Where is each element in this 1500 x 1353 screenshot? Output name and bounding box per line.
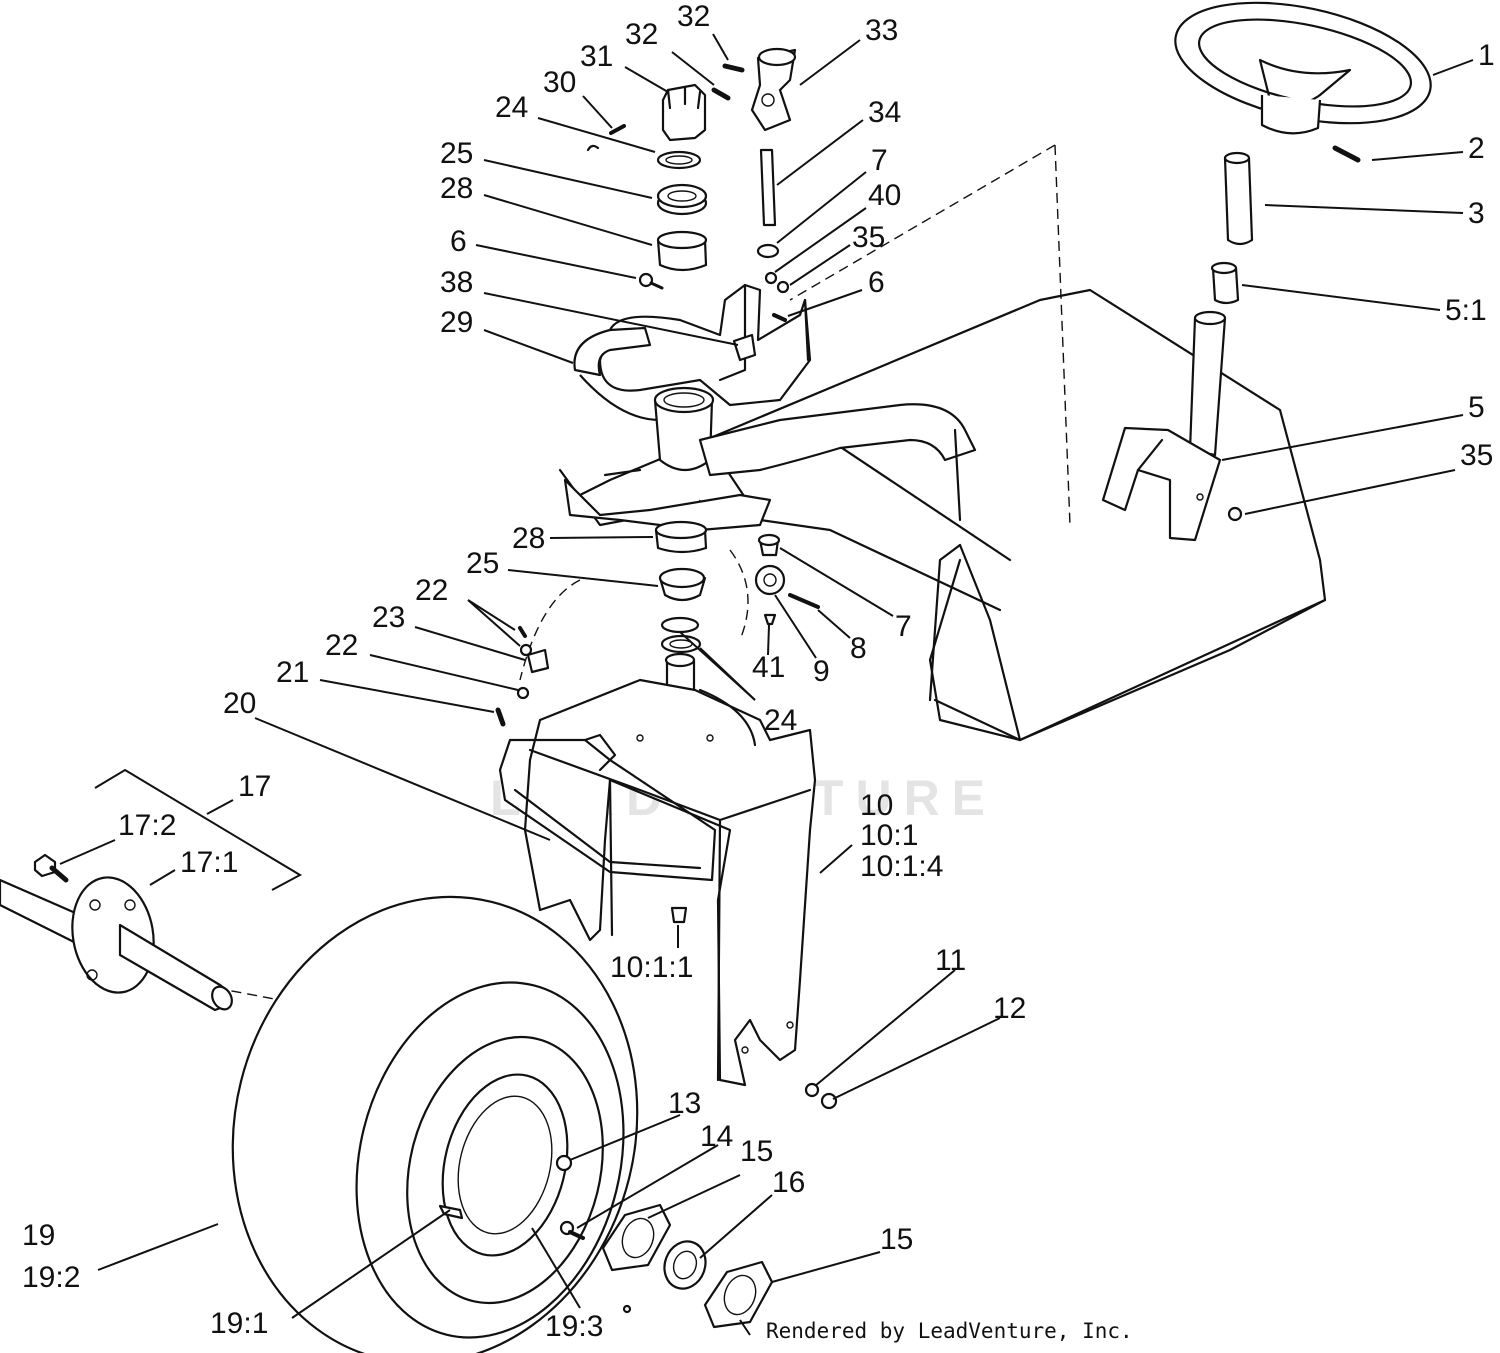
nut-35-right (1227, 506, 1243, 522)
axle-support-assembly (563, 283, 977, 532)
nut-12 (820, 1092, 838, 1110)
callout-17-2: 17:2 (118, 809, 176, 842)
callout-19-3: 19:3 (545, 1310, 603, 1343)
callout-16: 16 (772, 1166, 805, 1199)
fitting-41 (763, 613, 777, 626)
callout-7-top: 7 (871, 144, 888, 177)
callout-32: 32 (625, 18, 658, 51)
callout-19-2: 19:2 (22, 1261, 80, 1294)
callout-10-1-4: 10:1:4 (860, 850, 943, 883)
callout-23: 23 (372, 601, 405, 634)
callout-35-right: 35 (1460, 439, 1493, 472)
bolt-8 (788, 593, 820, 609)
callout-15-b: 15 (880, 1223, 913, 1256)
gear-9 (754, 564, 786, 596)
callout-11: 11 (935, 944, 966, 977)
callout-38: 38 (440, 266, 473, 299)
callout-32-top: 32 (677, 0, 710, 33)
bearing-cup-28-top (656, 230, 708, 272)
callout-24-low: 24 (764, 704, 797, 737)
callout-6-right: 6 (868, 266, 885, 299)
washer-24-top (656, 150, 702, 170)
nut-13 (555, 1154, 573, 1172)
callout-35-mid: 35 (852, 221, 885, 254)
callout-14: 14 (700, 1120, 733, 1153)
callout-29: 29 (440, 306, 473, 339)
callout-41: 41 (752, 651, 785, 684)
callout-9: 9 (813, 655, 830, 688)
castle-nut (661, 83, 707, 142)
steering-shaft (1223, 151, 1254, 246)
caster-fork (498, 652, 817, 1087)
callout-15-a: 15 (740, 1135, 773, 1168)
callout-6-left: 6 (450, 225, 467, 258)
callout-28-top: 28 (440, 172, 473, 205)
callout-21: 21 (276, 656, 309, 689)
bushing-5-1 (1210, 261, 1240, 305)
bushing-7-low (757, 533, 781, 557)
callout-25-top: 25 (440, 137, 473, 170)
callout-19: 19 (22, 1219, 55, 1252)
callout-3: 3 (1468, 197, 1485, 230)
flange-15-a (601, 1203, 672, 1272)
nut-35-mid (776, 280, 790, 294)
bushing-7-top (756, 243, 780, 259)
callout-24-top: 24 (495, 91, 528, 124)
bolt-6-right (772, 313, 787, 322)
axle-shaft (0, 876, 233, 1012)
caster-wheel (231, 895, 639, 1353)
universal-joint (750, 47, 797, 132)
callout-22-b: 22 (325, 629, 358, 662)
frame-rail (558, 288, 1327, 742)
callout-labels: 1 2 3 5:1 5 35 33 32 32 31 30 24 25 28 6… (22, 0, 1495, 1343)
leader-lines (59, 33, 1474, 1336)
fitting-small (622, 1304, 632, 1314)
flange-15-b (703, 1260, 774, 1329)
bolt-17-2 (33, 853, 69, 883)
cotter-pin (586, 124, 626, 152)
callout-1: 1 (1478, 39, 1495, 72)
callout-30: 30 (543, 66, 576, 99)
callout-10-1: 10:1 (860, 819, 918, 852)
pin-32-lower (711, 87, 731, 101)
callout-8: 8 (850, 632, 867, 665)
steering-column-bracket (1101, 310, 1227, 542)
callout-19-1: 19:1 (210, 1307, 268, 1340)
callout-22-a: 22 (415, 574, 448, 607)
callout-5: 5 (1468, 391, 1485, 424)
callout-10-1-1: 10:1:1 (610, 951, 693, 984)
bolt-6-left (638, 272, 664, 290)
callout-13: 13 (668, 1087, 701, 1120)
callout-17: 17 (238, 770, 271, 803)
pin-32-upper (722, 63, 745, 73)
steering-wheel (1174, 1, 1432, 135)
roll-pin-2 (1332, 145, 1361, 163)
callout-40: 40 (868, 179, 901, 212)
callout-7-low: 7 (895, 610, 912, 643)
bolt-14 (559, 1220, 585, 1240)
callout-28-low: 28 (512, 522, 545, 555)
bearing-16 (663, 1240, 707, 1290)
callout-33: 33 (865, 14, 898, 47)
bearing-cone-25-low (658, 567, 707, 602)
callout-17-1: 17:1 (180, 846, 238, 879)
render-credit: Rendered by LeadVenture, Inc. (766, 1319, 1133, 1343)
bearing-cup-28-low (654, 520, 708, 554)
callout-2: 2 (1468, 132, 1485, 165)
callout-10: 10 (860, 789, 893, 822)
callout-12: 12 (993, 992, 1026, 1025)
clip-40 (764, 271, 778, 285)
callout-34: 34 (868, 96, 901, 129)
callout-31: 31 (580, 40, 613, 73)
shaft-34 (759, 148, 777, 227)
washers-24-low (660, 616, 702, 654)
callout-20: 20 (223, 687, 256, 720)
washer-11 (804, 1082, 820, 1098)
bearing-cone-25-top (656, 183, 708, 216)
callout-25-low: 25 (466, 547, 499, 580)
callout-5-1: 5:1 (1445, 294, 1487, 327)
